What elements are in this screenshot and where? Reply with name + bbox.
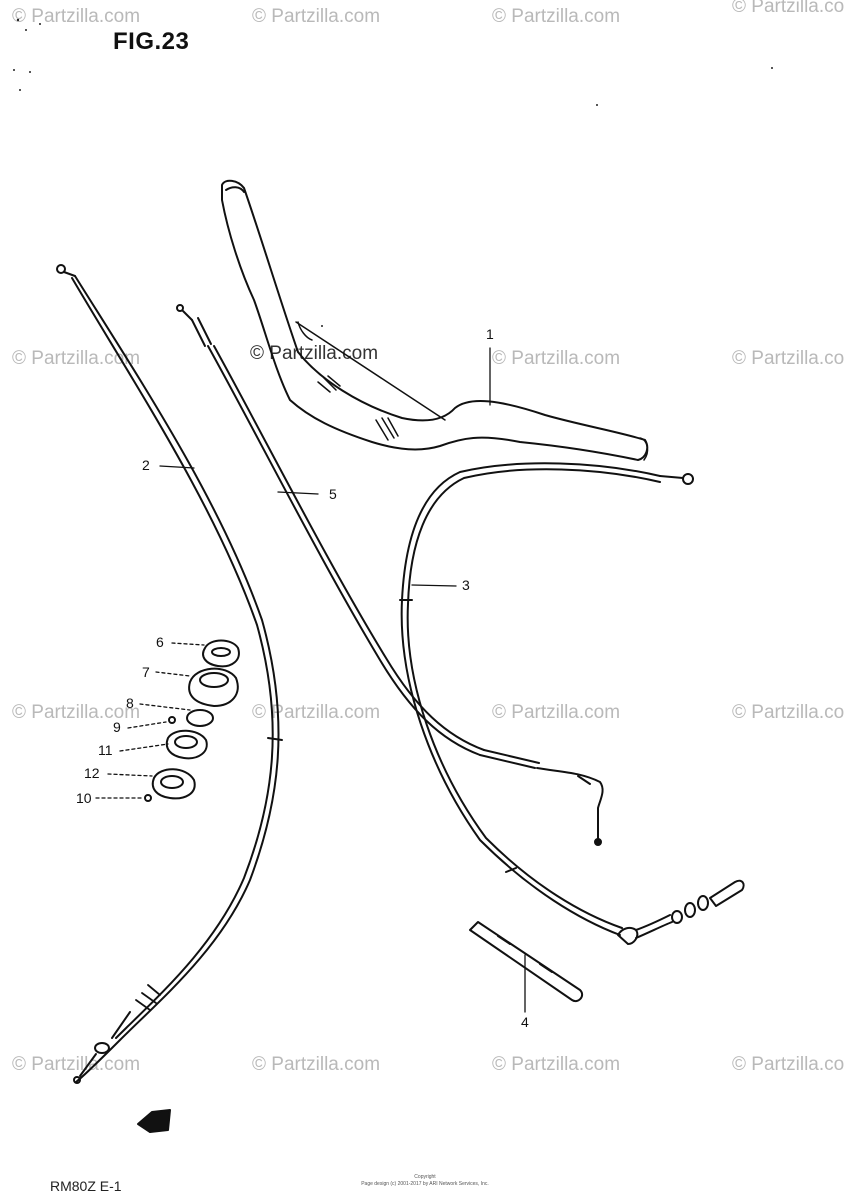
footer-copyright: Copyright Page design (c) 2001-2017 by A… <box>360 1174 490 1188</box>
callout-5: 5 <box>329 486 337 502</box>
watermark: © Partzilla.com <box>492 702 621 723</box>
watermark: © Partzilla.com <box>732 348 844 369</box>
footer-model-code: RM80Z E-1 <box>50 1178 122 1194</box>
callout-4: 4 <box>521 1014 529 1030</box>
cable-5 <box>176 304 604 846</box>
watermark: © Partzilla.com <box>492 1054 621 1075</box>
sleeve-4 <box>469 921 584 1002</box>
watermark: © Partzilla.com <box>12 348 141 369</box>
watermark: © Partzilla.com <box>492 348 621 369</box>
callout-9: 9 <box>113 719 121 735</box>
footer-copyright-line1: Copyright <box>414 1174 436 1180</box>
callout-12: 12 <box>84 765 100 781</box>
callout-8: 8 <box>126 695 134 711</box>
callout-11: 11 <box>98 742 113 758</box>
callout-7: 7 <box>142 664 150 680</box>
cable-2 <box>56 264 283 1084</box>
watermark: © Partzilla.com <box>252 702 381 723</box>
callout-10: 10 <box>76 790 92 806</box>
figure-title: FIG.23 <box>113 28 190 55</box>
watermark: © Partzilla.com <box>12 6 141 27</box>
cable-3 <box>399 462 745 945</box>
callout-1: 1 <box>486 326 494 342</box>
watermark: © Partzilla.com <box>732 702 844 723</box>
callout-6: 6 <box>156 634 164 650</box>
adjuster-stack <box>144 639 240 802</box>
center-watermark: © Partzilla.com <box>250 343 379 364</box>
watermark: © Partzilla.com <box>252 6 381 27</box>
callout-2: 2 <box>142 457 150 473</box>
watermark: © Partzilla.com <box>12 702 141 723</box>
front-arrow-icon <box>137 1109 171 1133</box>
watermark: © Partzilla.com <box>12 1054 141 1075</box>
watermark: © Partzilla.com <box>252 1054 381 1075</box>
handlebar <box>221 179 649 461</box>
callout-3: 3 <box>462 577 470 593</box>
footer-copyright-line2: Page design (c) 2001-2017 by ARI Network… <box>361 1181 489 1187</box>
watermark: © Partzilla.com <box>492 6 621 27</box>
leader-lines <box>95 347 526 1013</box>
specks <box>13 18 773 327</box>
watermark: © Partzilla.com <box>732 0 844 17</box>
watermark: © Partzilla.com <box>732 1054 844 1075</box>
